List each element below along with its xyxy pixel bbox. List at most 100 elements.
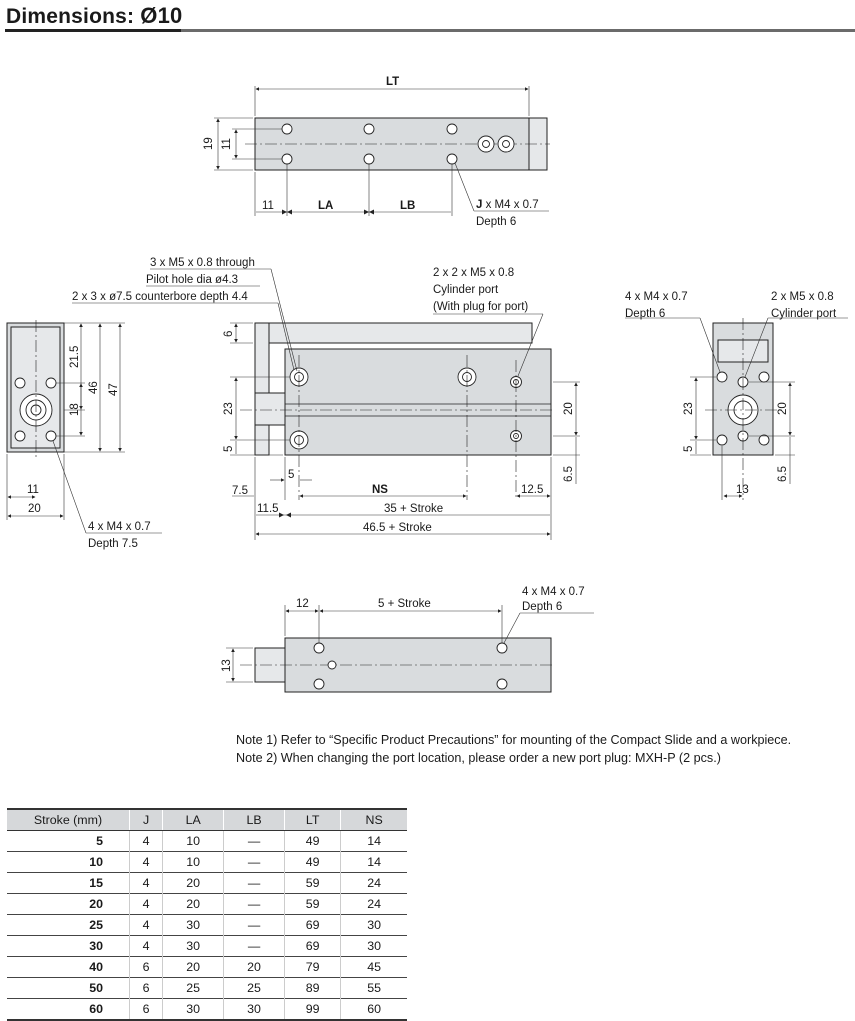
table-cell: 6 — [128, 998, 163, 1021]
table-cell: 40 — [7, 956, 130, 978]
table-cell: 49 — [283, 851, 341, 873]
mount-hole-icon — [281, 153, 293, 165]
table-cell: 20 — [162, 872, 224, 894]
table-cell: 24 — [340, 893, 407, 915]
mount-hole-icon — [716, 434, 728, 446]
table-cell: 20 — [223, 956, 285, 978]
dim-19: 19 — [203, 137, 215, 150]
note-1: Note 1) Refer to “Specific Product Preca… — [236, 733, 792, 747]
dim-12-bottom: 12 — [296, 598, 309, 610]
right-view: 4 x M4 x 0.7 Depth 6 2 x M5 x 0.8 Cylind… — [625, 291, 848, 500]
technical-drawing: LT 19 11 11 LA LB J x M4 x 0.7 Depth 6 — [6, 76, 848, 693]
dim-11-vert: 11 — [221, 138, 233, 150]
callout-counterbore: 2 x 3 x ø7.5 counterbore depth 4.4 — [72, 291, 248, 303]
table-cell: 30 — [340, 935, 407, 957]
left-view: 21.5 18 46 47 11 20 4 x M4 x 0.7 Depth 7… — [6, 320, 162, 550]
mount-hole-icon — [313, 678, 325, 690]
dim-18: 18 — [69, 403, 81, 416]
mount-hole-icon — [313, 642, 325, 654]
table-cell: 15 — [7, 872, 130, 894]
svg-text:J x M4 x 0.7: J x M4 x 0.7 — [476, 199, 539, 211]
table-cell: — — [223, 914, 285, 936]
port-callout-1: 2 x 2 x M5 x 0.8 — [433, 267, 514, 279]
mount-hole-icon — [716, 371, 728, 383]
table-cell: 10 — [7, 851, 130, 873]
mount-hole-icon — [363, 153, 375, 165]
port-callout-3: (With plug for port) — [433, 301, 528, 313]
dim-5-stroke: 5 + Stroke — [378, 598, 431, 610]
dim-12-5: 12.5 — [521, 484, 543, 496]
mount-hole-icon — [14, 377, 26, 389]
table-cell: 20 — [7, 893, 130, 915]
table-cell: 5 — [7, 830, 130, 852]
callout-left: 4 x M4 x 0.7 — [88, 521, 151, 533]
dim-7-5: 7.5 — [232, 485, 248, 497]
col-header-la: LA — [162, 808, 224, 831]
table-cell: 30 — [340, 914, 407, 936]
table-cell: 59 — [283, 893, 341, 915]
table-cell: 55 — [340, 977, 407, 999]
col-header-lt: LT — [283, 808, 341, 831]
callout-through: 3 x M5 x 0.8 through — [150, 257, 255, 269]
dim-20-right: 20 — [777, 402, 789, 415]
table-cell: 6 — [128, 956, 163, 978]
dim-35-stroke: 35 + Stroke — [384, 503, 443, 515]
table-cell: 30 — [7, 935, 130, 957]
dim-21-5: 21.5 — [69, 346, 81, 368]
mount-hole-icon — [496, 678, 508, 690]
table-cell: — — [223, 872, 285, 894]
mount-hole-icon — [45, 377, 57, 389]
dim-23: 23 — [223, 402, 235, 415]
table-cell: — — [223, 893, 285, 915]
mount-hole-icon — [446, 123, 458, 135]
table-cell: 25 — [162, 977, 224, 999]
table-cell: 4 — [128, 893, 163, 915]
table-cell: 49 — [283, 830, 341, 852]
col-header-j: J — [128, 808, 163, 831]
port-right: 2 x M5 x 0.8 — [771, 291, 834, 303]
table-cell: 20 — [162, 956, 224, 978]
table-cell: 24 — [340, 872, 407, 894]
mount-hole-icon — [446, 153, 458, 165]
dim-6-5-right: 6.5 — [777, 466, 789, 482]
front-view: 3 x M5 x 0.8 through Pilot hole dia ø4.3… — [72, 257, 580, 540]
top-view: LT 19 11 11 LA LB J x M4 x 0.7 Depth 6 — [203, 76, 550, 228]
dim-13-right: 13 — [736, 484, 749, 496]
dim-11-5: 11.5 — [257, 503, 279, 515]
dim-46: 46 — [88, 381, 100, 394]
dim-ns: NS — [372, 484, 388, 496]
callout-j-depth: Depth 6 — [476, 216, 516, 228]
note-2: Note 2) When changing the port location,… — [236, 751, 721, 765]
title-rule — [5, 29, 855, 32]
dim-11: 11 — [262, 200, 274, 212]
table-cell: 4 — [128, 914, 163, 936]
dim-5: 5 — [223, 446, 235, 452]
callout-right: 4 x M4 x 0.7 — [625, 291, 688, 303]
table-cell: 10 — [162, 830, 224, 852]
table-cell: — — [223, 935, 285, 957]
end-plug — [254, 392, 286, 426]
table-cell: 30 — [162, 914, 224, 936]
slide-table — [254, 322, 533, 344]
table-cell: 45 — [340, 956, 407, 978]
table-cell: 89 — [283, 977, 341, 999]
table-cell: — — [223, 851, 285, 873]
table-cell: 4 — [128, 935, 163, 957]
table-cell: 99 — [283, 998, 341, 1021]
dim-lb: LB — [400, 200, 415, 212]
table-cell: 59 — [283, 872, 341, 894]
dim-46-5-stroke: 46.5 + Stroke — [363, 522, 432, 534]
mount-hole-icon — [14, 430, 26, 442]
table-cell: 14 — [340, 830, 407, 852]
table-cell: 10 — [162, 851, 224, 873]
dim-la: LA — [318, 200, 333, 212]
port-callout-2: Cylinder port — [433, 284, 499, 296]
table-cell: 4 — [128, 851, 163, 873]
